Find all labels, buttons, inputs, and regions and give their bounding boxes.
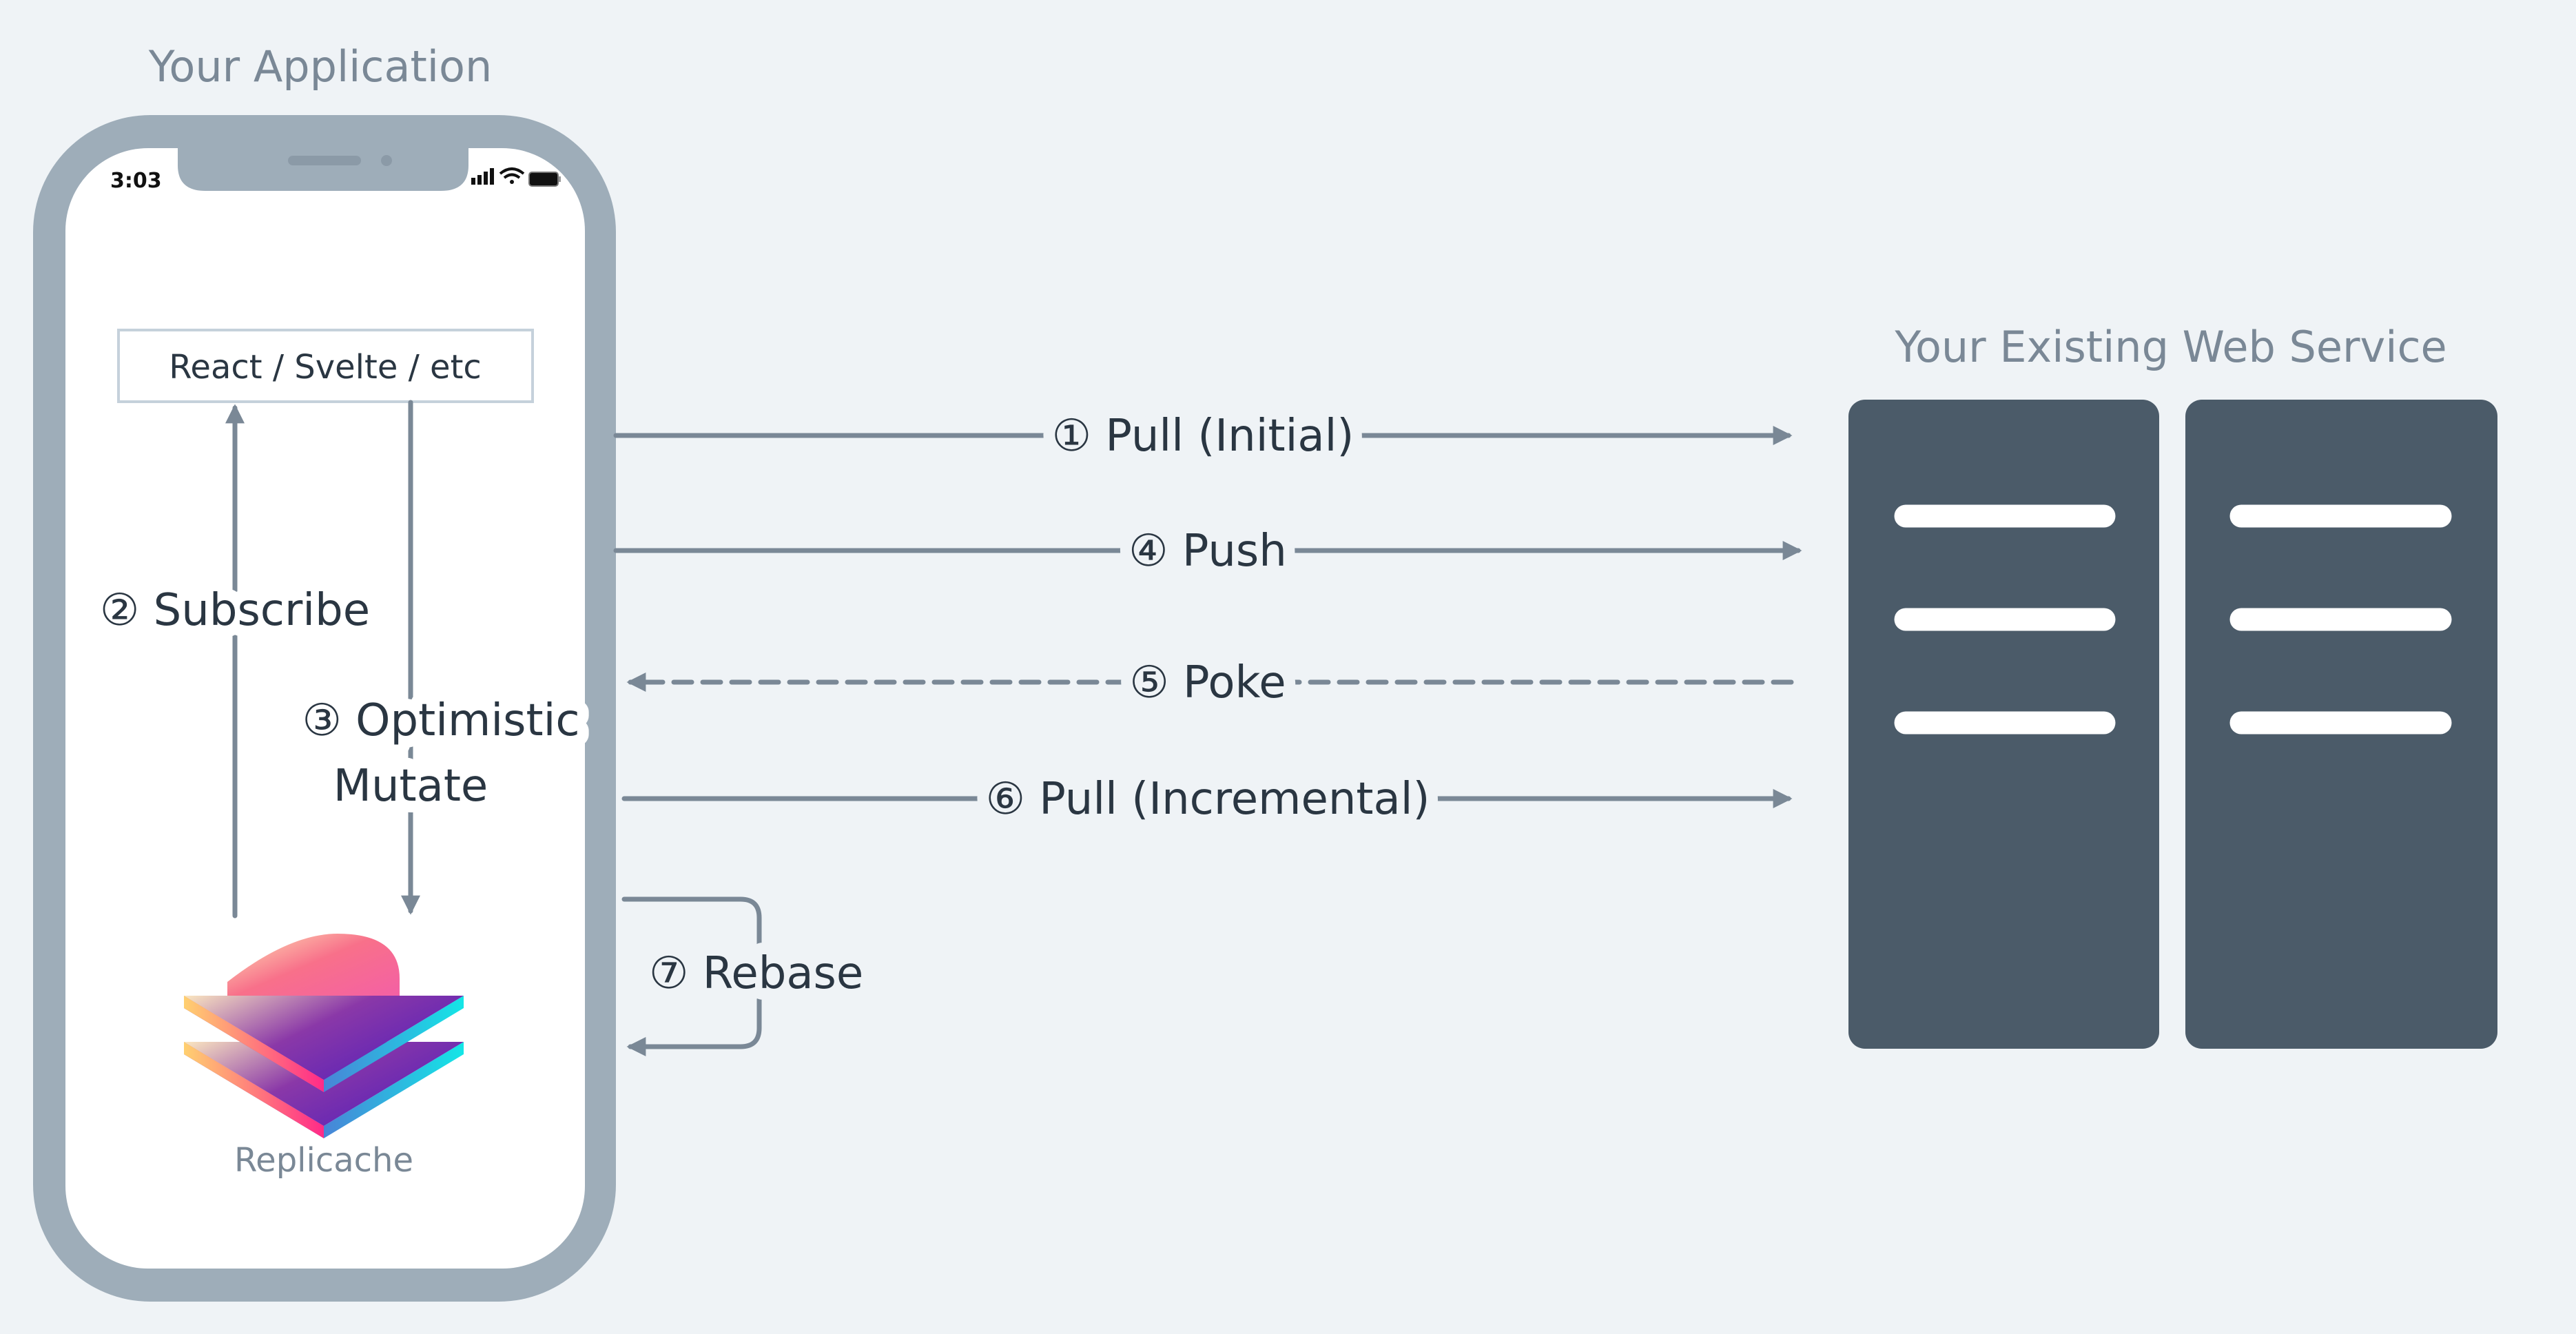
subscribe-label: ② Subscribe xyxy=(100,585,370,636)
flow-label: ④ Push xyxy=(1129,526,1287,577)
battery-icon xyxy=(528,172,561,187)
phone-screen xyxy=(65,148,585,1269)
phone: 3:03 React / Svelte / etc ② Subscribe ③ … xyxy=(33,115,616,1302)
flow-pull-incremental: ⑥ Pull (Incremental) xyxy=(621,762,1793,837)
client-title: Your Application xyxy=(148,41,492,92)
wifi-icon xyxy=(499,167,525,179)
framework-label: React / Svelte / etc xyxy=(169,348,482,387)
phone-notch xyxy=(178,148,468,191)
flow-push: ④ Push xyxy=(613,514,1802,588)
flow-pull-initial: ① Pull (Initial) xyxy=(613,399,1793,473)
flow-label: ⑤ Poke xyxy=(1129,657,1286,708)
speaker-icon xyxy=(288,156,361,165)
flow-label: ⑦ Rebase xyxy=(649,948,863,999)
replicache-label: Replicache xyxy=(234,1141,413,1180)
framework-box xyxy=(117,329,534,403)
flow-label: ⑥ Pull (Incremental) xyxy=(986,774,1430,825)
flow-poke: ⑤ Poke xyxy=(626,646,1794,720)
signal-icon xyxy=(471,168,494,185)
mutate-label-line1: ③ Optimistic xyxy=(302,695,579,746)
status-time: 3:03 xyxy=(110,169,162,193)
flow-rebase: ⑦ Rebase xyxy=(621,896,875,1056)
server-title: Your Existing Web Service xyxy=(1894,322,2446,372)
flow-label: ① Pull (Initial) xyxy=(1052,411,1354,462)
mutate-label-line2: Mutate xyxy=(333,761,488,812)
replicache-logo xyxy=(184,934,464,1138)
camera-icon xyxy=(381,155,392,166)
server-rack xyxy=(1848,400,2497,1049)
server-slots xyxy=(1894,504,2452,735)
